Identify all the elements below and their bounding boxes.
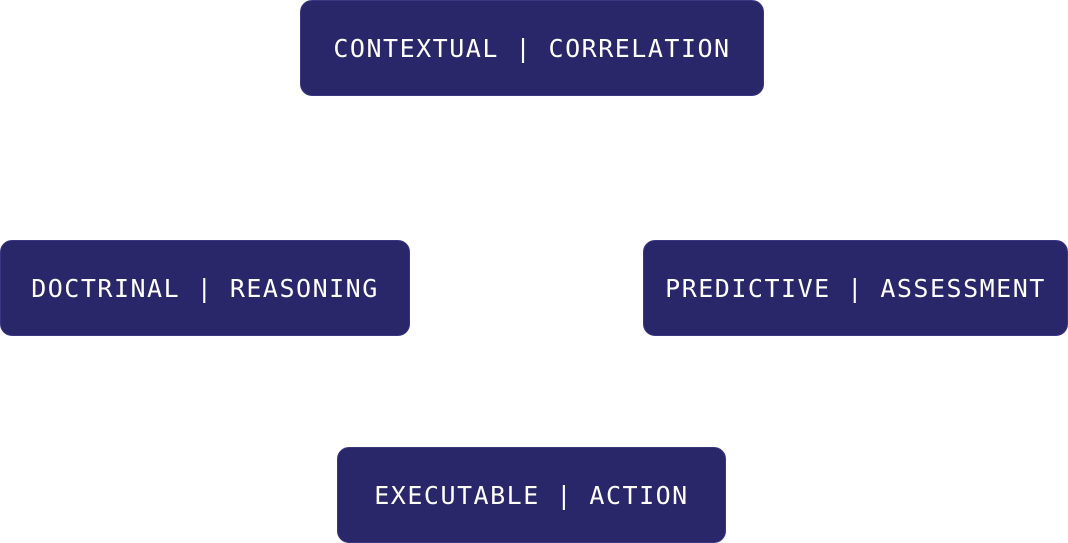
node-doctrinal-reasoning: DOCTRINAL | REASONING <box>0 240 410 336</box>
node-label: PREDICTIVE | ASSESSMENT <box>665 273 1046 303</box>
node-label: DOCTRINAL | REASONING <box>31 273 379 303</box>
node-label: EXECUTABLE | ACTION <box>374 480 689 510</box>
node-executable-action: EXECUTABLE | ACTION <box>337 447 726 543</box>
node-contextual-correlation: CONTEXTUAL | CORRELATION <box>300 0 764 96</box>
node-predictive-assessment: PREDICTIVE | ASSESSMENT <box>643 240 1068 336</box>
node-label: CONTEXTUAL | CORRELATION <box>333 33 731 63</box>
